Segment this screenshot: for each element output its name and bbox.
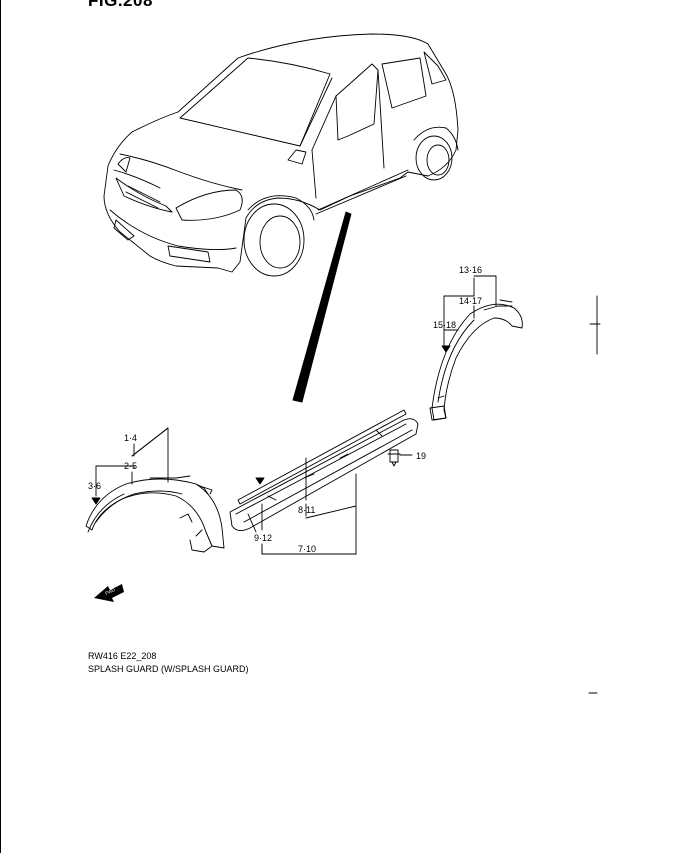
callout-rear-a: 13·16: [459, 265, 482, 275]
side-sill-molding: [229, 409, 419, 533]
figure-code: RW416 E22_208: [88, 651, 157, 661]
fwd-arrow-icon: FWD: [94, 584, 124, 602]
callout-rear-b: 14·17: [459, 296, 482, 306]
front-splash-guard: [85, 475, 225, 553]
screw-front: [91, 497, 101, 505]
frame-border: [0, 0, 1, 853]
callout-leaders: [95, 275, 497, 555]
callout-side-a: 8·11: [298, 505, 315, 515]
figure-title: FIG.208: [88, 0, 153, 10]
callout-front-b: 2·5: [124, 461, 137, 471]
callout-front-a: 1·4: [124, 433, 137, 443]
callout-front-c: 3·6: [88, 481, 101, 491]
leader-arrow: [292, 211, 352, 403]
figure-caption: SPLASH GUARD (W/SPLASH GUARD): [88, 664, 249, 674]
screw-rear: [441, 345, 451, 353]
callout-clip: 19: [416, 451, 426, 461]
callout-side-b: 9·12: [254, 533, 272, 543]
car-illustration: [103, 33, 459, 277]
callout-rear-c: 15·18: [433, 320, 456, 330]
rear-splash-guard: [429, 299, 523, 421]
clip-part: [387, 449, 401, 467]
callout-side-c: 7·10: [298, 544, 316, 554]
screw-side: [255, 477, 265, 485]
fwd-label: FWD: [104, 587, 116, 596]
